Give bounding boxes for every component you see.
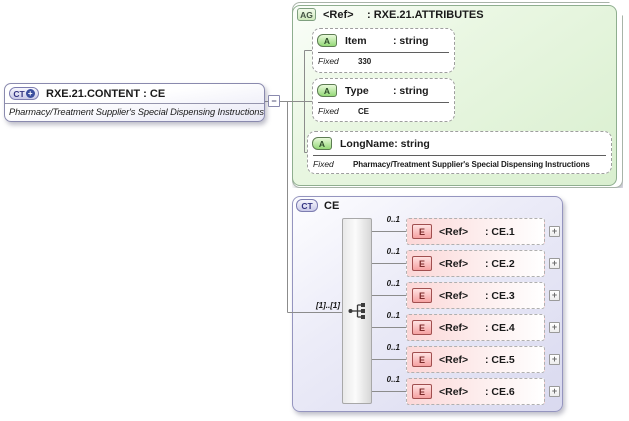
fixed-label: Fixed (318, 106, 339, 116)
sequence-icon (348, 303, 365, 319)
expand-button[interactable]: + (549, 290, 560, 301)
attribute-type-label: : string (394, 137, 430, 150)
attribute-badge: A (317, 34, 337, 47)
divider (318, 52, 449, 53)
attribute-group-ref-label: <Ref> (323, 8, 354, 21)
cardinality-label: 0..1 (386, 279, 400, 288)
fixed-label: Fixed (318, 56, 339, 66)
attribute-box[interactable]: A Type : string Fixed CE (312, 78, 455, 122)
fixed-value: Pharmacy/Treatment Supplier's Special Di… (353, 159, 590, 169)
sequence-compositor-bar[interactable] (342, 218, 372, 404)
expand-button[interactable]: + (549, 322, 560, 333)
element-badge: E (412, 288, 432, 303)
complex-type-badge: CT (296, 199, 318, 212)
element-type-label: : CE.3 (485, 289, 515, 302)
element-type-label: : CE.1 (485, 225, 515, 238)
fixed-value: CE (358, 106, 369, 116)
attribute-badge: A (312, 137, 332, 150)
attribute-header: A LongName : string (308, 132, 611, 155)
expand-circle-icon: + (25, 89, 35, 98)
element-box[interactable]: E <Ref> : CE.5 (406, 346, 545, 373)
element-badge: E (412, 352, 432, 367)
attribute-group-header: AG <Ref> : RXE.21.ATTRIBUTES (297, 8, 484, 21)
badge-label: CT (13, 88, 25, 99)
element-ref-label: <Ref> (439, 225, 469, 238)
attribute-name-label: Type (345, 84, 369, 97)
element-box[interactable]: E <Ref> : CE.4 (406, 314, 545, 341)
complex-type-title: CE (324, 199, 340, 212)
element-badge: E (412, 384, 432, 399)
complex-type-header: CT CE (296, 199, 339, 212)
element-type-label: : CE.5 (485, 353, 515, 366)
element-type-label: : CE.2 (485, 257, 515, 270)
fixed-row: Fixed Pharmacy/Treatment Supplier's Spec… (308, 156, 611, 172)
expand-button[interactable]: + (549, 226, 560, 237)
element-box[interactable]: E <Ref> : CE.2 (406, 250, 545, 277)
attribute-box[interactable]: A LongName : string Fixed Pharmacy/Treat… (307, 131, 612, 174)
cardinality-label: 0..1 (386, 343, 400, 352)
element-box[interactable]: E <Ref> : CE.6 (406, 378, 545, 405)
expand-button[interactable]: + (549, 354, 560, 365)
attribute-group-badge: AG (297, 8, 316, 21)
element-badge: E (412, 256, 432, 271)
expand-button[interactable]: + (549, 386, 560, 397)
divider (313, 155, 606, 156)
root-title: RXE.21.CONTENT : CE (46, 87, 166, 100)
root-complex-type-box[interactable]: CT+ RXE.21.CONTENT : CE Pharmacy/Treatme… (4, 83, 265, 122)
root-header: CT+ RXE.21.CONTENT : CE (5, 84, 264, 103)
element-box[interactable]: E <Ref> : CE.1 (406, 218, 545, 245)
divider (5, 103, 264, 104)
element-ref-label: <Ref> (439, 353, 469, 366)
element-badge: E (412, 320, 432, 335)
complex-type-badge: CT+ (9, 87, 39, 100)
element-ref-label: <Ref> (439, 289, 469, 302)
attribute-type-label: : string (393, 84, 429, 97)
attribute-header: A Item : string (313, 29, 454, 52)
element-ref-label: <Ref> (439, 257, 469, 270)
attribute-badge: A (317, 84, 337, 97)
cardinality-label: 0..1 (386, 311, 400, 320)
attribute-group-title: : RXE.21.ATTRIBUTES (367, 8, 484, 21)
root-subtitle: Pharmacy/Treatment Supplier's Special Di… (9, 107, 264, 117)
attribute-name-label: Item (345, 34, 367, 47)
attribute-type-label: : string (393, 34, 429, 47)
divider (318, 102, 449, 103)
cardinality-label: [1]..[1] (316, 301, 340, 310)
cardinality-label: 0..1 (386, 375, 400, 384)
element-ref-label: <Ref> (439, 321, 469, 334)
fixed-value: 330 (358, 56, 372, 66)
fixed-label: Fixed (313, 159, 334, 169)
collapse-button[interactable]: − (268, 95, 280, 107)
fixed-row: Fixed CE (313, 103, 454, 119)
element-badge: E (412, 224, 432, 239)
cardinality-label: 0..1 (386, 247, 400, 256)
fixed-row: Fixed 330 (313, 53, 454, 69)
cardinality-label: 0..1 (386, 215, 400, 224)
attribute-name-label: LongName (340, 137, 395, 150)
attribute-box[interactable]: A Item : string Fixed 330 (312, 28, 455, 73)
expand-button[interactable]: + (549, 258, 560, 269)
element-ref-label: <Ref> (439, 385, 469, 398)
element-type-label: : CE.6 (485, 385, 515, 398)
attribute-header: A Type : string (313, 79, 454, 102)
element-box[interactable]: E <Ref> : CE.3 (406, 282, 545, 309)
element-type-label: : CE.4 (485, 321, 515, 334)
